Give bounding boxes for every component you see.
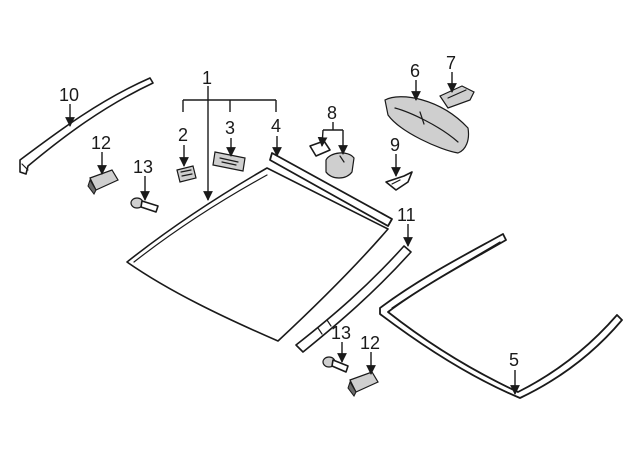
side-molding bbox=[295, 245, 412, 353]
callout-13-upper: 13 bbox=[133, 157, 153, 177]
callout-11: 11 bbox=[397, 205, 416, 225]
retainer-clip-upper bbox=[87, 169, 119, 195]
push-pin-upper bbox=[130, 197, 159, 213]
callout-12-upper: 12 bbox=[91, 133, 111, 153]
callout-10: 10 bbox=[59, 85, 79, 105]
push-pin-lower bbox=[322, 356, 349, 373]
upper-molding bbox=[269, 152, 393, 227]
callout-4: 4 bbox=[271, 116, 281, 136]
callout-5: 5 bbox=[509, 350, 519, 370]
callout-7: 7 bbox=[446, 53, 456, 73]
windshield-seal bbox=[379, 233, 623, 399]
callout-2: 2 bbox=[178, 125, 188, 145]
rain-sensor bbox=[309, 140, 355, 179]
callout-numbers: 1 2 3 4 5 6 7 8 9 10 11 12 13 13 12 bbox=[59, 53, 519, 370]
callout-9: 9 bbox=[390, 135, 400, 155]
leader-lines bbox=[65, 72, 520, 395]
callout-6: 6 bbox=[410, 61, 420, 81]
sensor-plate bbox=[212, 151, 246, 172]
callout-8: 8 bbox=[327, 103, 337, 123]
mirror-mount bbox=[439, 85, 475, 109]
callout-1: 1 bbox=[202, 68, 212, 88]
bracket bbox=[176, 165, 197, 183]
a-pillar-trim bbox=[19, 77, 154, 175]
callout-3: 3 bbox=[225, 118, 235, 138]
callout-12-lower: 12 bbox=[360, 333, 380, 353]
clip bbox=[385, 171, 413, 191]
retainer-clip-lower bbox=[347, 371, 379, 397]
callout-13-lower: 13 bbox=[331, 323, 351, 343]
windshield-glass bbox=[126, 167, 389, 342]
